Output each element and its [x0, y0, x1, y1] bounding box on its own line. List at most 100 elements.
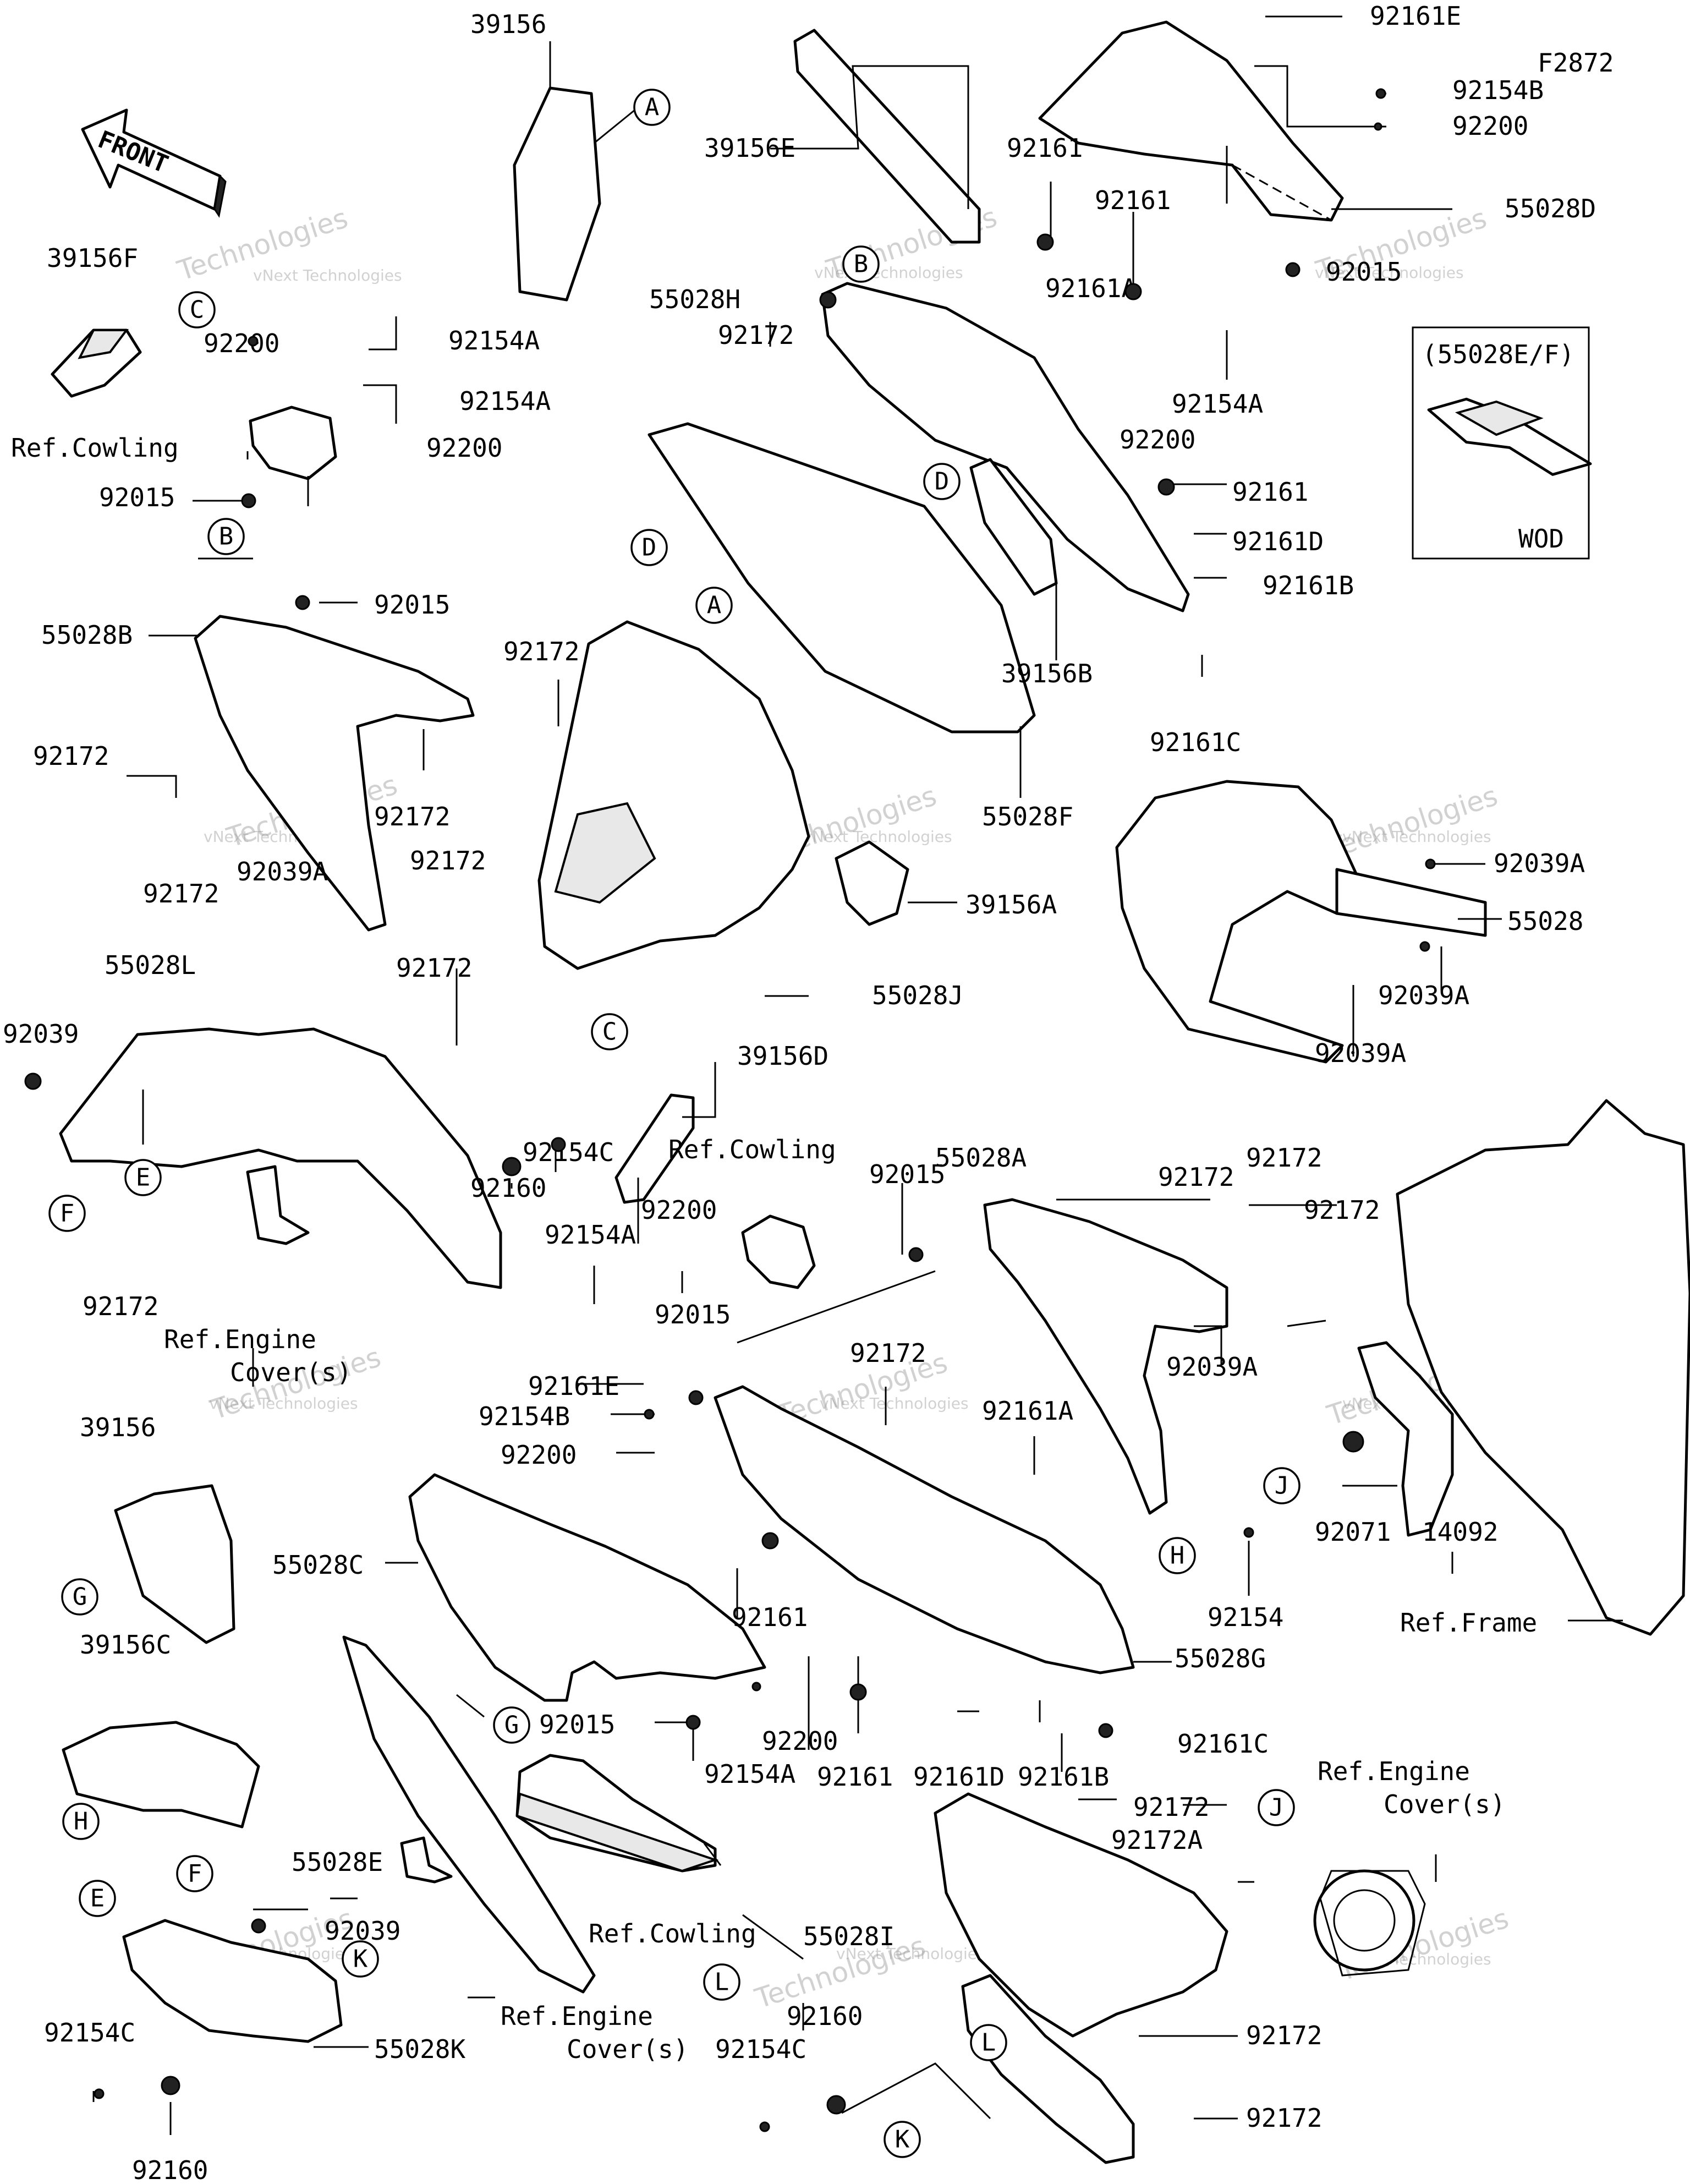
callout-g: G [504, 1711, 519, 1739]
part-label: 39156C [80, 1630, 171, 1660]
callout-e: E [136, 1164, 151, 1192]
part-label: 92039A [1166, 1352, 1258, 1382]
part-label: 92154 [1208, 1602, 1283, 1632]
part-label: 55028B [41, 620, 133, 650]
part-label: 92172 [503, 637, 579, 666]
part-label: 55028L [105, 950, 196, 980]
part-label: 92161D [1232, 527, 1324, 556]
watermark: vNext Technologies [820, 1394, 969, 1413]
part-label: 92172 [83, 1291, 158, 1321]
part-label: 92200 [426, 433, 502, 463]
callout-d: D [935, 468, 950, 496]
callout-f: F [60, 1200, 75, 1228]
part-label: 92200 [641, 1195, 717, 1225]
part-label: 92015 [655, 1300, 731, 1329]
watermark: vNext Technologies [803, 828, 952, 846]
part-label: 55028J [872, 981, 963, 1010]
part-label: 92172A [1111, 1825, 1203, 1855]
part-label: Ref.Frame [1400, 1608, 1537, 1638]
part-label: Ref.Cowling [668, 1135, 836, 1164]
part-label: 92154C [44, 2018, 135, 2048]
part-label: 92172 [374, 802, 450, 831]
part-label: 92172 [850, 1338, 926, 1368]
callout-l: L [715, 1968, 729, 1996]
part-label: 92172 [1133, 1792, 1209, 1822]
watermark: vNext Technologies [836, 1945, 985, 1963]
part-label: Ref.Cowling [589, 1919, 756, 1948]
callout-c: C [602, 1018, 617, 1046]
callout-b: B [219, 523, 234, 551]
part-label: 39156 [470, 9, 546, 39]
part-label: 92172 [1246, 2103, 1322, 2133]
callout-j: J [1275, 1472, 1290, 1500]
part-label: 92161B [1018, 1762, 1109, 1792]
part-label: 92154B [479, 1402, 570, 1431]
part-label: 92160 [787, 2001, 863, 2031]
callout-k: K [895, 2126, 910, 2154]
leader-lines [92, 15, 1623, 2135]
part-label: 55028G [1175, 1644, 1266, 1673]
part-label: 92161D [913, 1762, 1005, 1792]
callout-h: H [74, 1808, 89, 1836]
part-label: 92161C [1150, 727, 1241, 757]
part-label: 92161A [1045, 273, 1137, 303]
part-label: 92161 [732, 1602, 808, 1632]
part-label: 39156E [704, 133, 795, 163]
part-label: 92172 [718, 320, 794, 350]
callout-g: G [73, 1583, 87, 1611]
part-label: 92039A [1378, 981, 1469, 1010]
part-label: 92154A [448, 326, 540, 355]
front-arrow: FRONT [81, 108, 227, 218]
part-labels: 39156 92161E 39156E 92154B 92200 55028D … [3, 1, 1596, 2184]
part-label: 55028 [1507, 906, 1583, 936]
part-label: 92161B [1263, 571, 1354, 600]
part-label: Cover(s) [230, 1358, 352, 1387]
watermark: vNext Technologies [1315, 264, 1464, 282]
part-label: 92172 [1304, 1195, 1380, 1225]
diagram-code: F2872 [1538, 48, 1614, 78]
part-label: 39156D [737, 1041, 828, 1071]
watermark: vNext Technologies [253, 266, 402, 284]
part-label: 92172 [396, 953, 472, 983]
part-label: 92154B [1452, 75, 1544, 105]
callout-e: E [90, 1885, 105, 1913]
part-label: 39156 [80, 1413, 156, 1442]
callout-c: C [190, 296, 205, 324]
part-label: 92160 [132, 2155, 208, 2184]
part-label: 92161 [817, 1762, 893, 1792]
part-label: 92154C [715, 2034, 806, 2064]
callout-j: J [1269, 1794, 1284, 1822]
part-label: Cover(s) [1384, 1789, 1506, 1819]
part-label: 92200 [762, 1726, 838, 1756]
callout-b: B [854, 250, 869, 278]
part-label: 92154C [523, 1137, 614, 1167]
callout-d: D [642, 534, 657, 562]
part-label: 92015 [99, 483, 175, 512]
part-label: 55028K [374, 2034, 465, 2064]
part-label: 14092 [1422, 1517, 1498, 1547]
part-label: 92161E [1370, 1, 1461, 31]
part-label: Ref.Engine [1318, 1756, 1470, 1786]
part-label: 92200 [204, 329, 279, 358]
fasteners [24, 88, 1436, 2132]
part-label: Ref.Engine [164, 1324, 316, 1354]
part-label: 92161 [1095, 185, 1171, 215]
part-label: 92172 [1246, 2021, 1322, 2050]
part-label: 92161 [1007, 133, 1083, 163]
inset-box: (55028E/F) WOD [1412, 326, 1592, 560]
part-label: 92172 [33, 741, 109, 771]
part-label: 39156B [1001, 659, 1093, 688]
part-label: 92154A [1172, 389, 1263, 419]
part-label: 92154A [704, 1759, 795, 1789]
part-label: 92015 [1326, 257, 1402, 287]
part-label: 92161A [982, 1396, 1073, 1426]
part-label: 55028I [803, 1922, 895, 1951]
part-label: Cover(s) [567, 2034, 689, 2064]
part-label: 92172 [1158, 1162, 1234, 1192]
part-label: 92172 [1246, 1143, 1322, 1173]
watermark: vNext Technologies [814, 264, 963, 282]
callouts: A A B B C C D D E E F F G G H H J J K K … [48, 89, 1301, 2158]
part-label: 39156F [47, 243, 138, 273]
watermark: vNext Technologies [209, 1394, 358, 1413]
part-label: 92154A [545, 1220, 636, 1250]
